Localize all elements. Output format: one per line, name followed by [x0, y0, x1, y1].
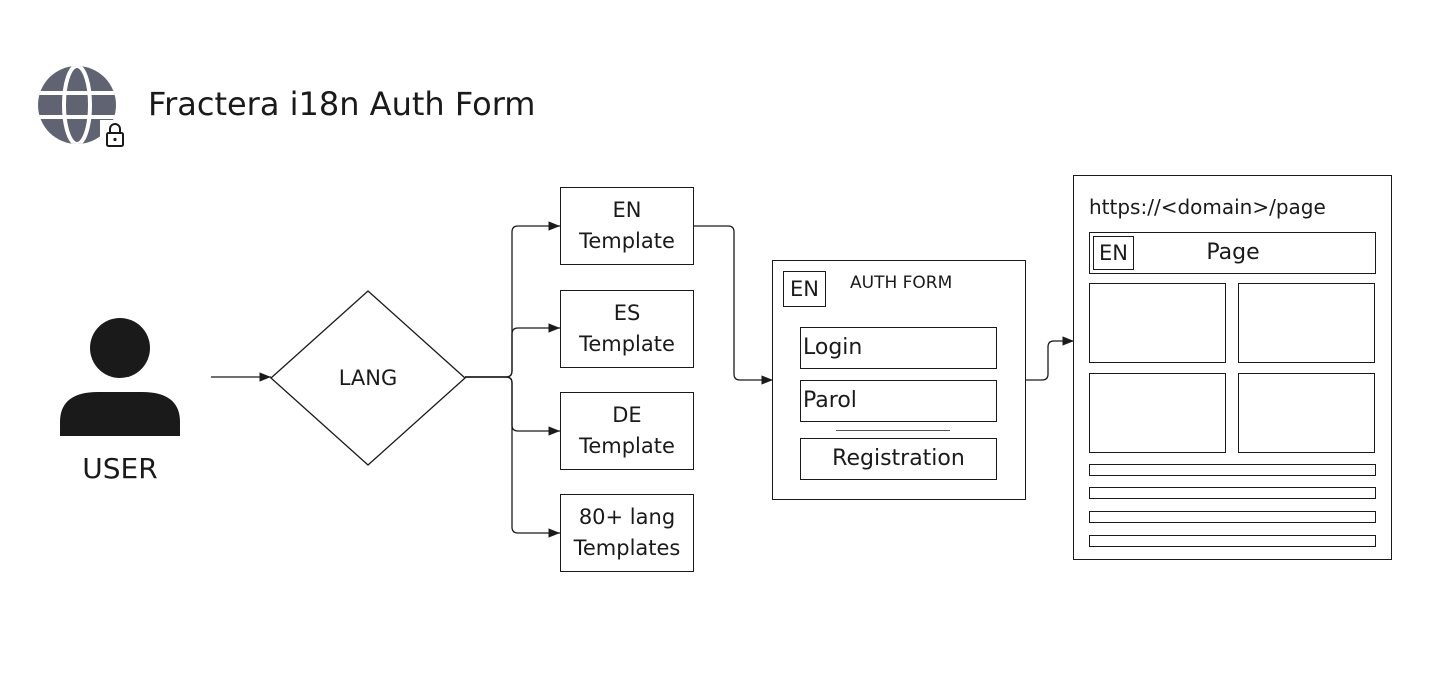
template-de[interactable]: DE Template [560, 392, 694, 470]
login-field[interactable]: Login [800, 327, 997, 369]
template-es[interactable]: ES Template [560, 290, 694, 368]
arrow-lang-to-80plus [465, 376, 560, 538]
registration-button[interactable]: Registration [800, 438, 997, 480]
auth-lang-badge[interactable]: EN [783, 271, 826, 307]
content-block [1238, 283, 1375, 363]
content-line [1089, 464, 1376, 476]
template-80plus[interactable]: 80+ lang Templates [560, 494, 694, 572]
logo [36, 66, 130, 150]
page-url: https://<domain>/page [1089, 195, 1326, 219]
user-icon [60, 318, 180, 436]
arrow-auth-to-page [1025, 336, 1074, 381]
content-line [1089, 535, 1376, 547]
page-title: Fractera i18n Auth Form [148, 85, 536, 123]
form-divider [836, 430, 950, 431]
content-block [1238, 373, 1375, 453]
template-en[interactable]: EN Template [560, 187, 694, 265]
page-header [1089, 232, 1376, 274]
content-line [1089, 511, 1376, 523]
user-label: USER [82, 452, 158, 485]
lang-decision-label: LANG [338, 366, 398, 390]
auth-form-title: AUTH FORM [850, 273, 953, 293]
arrow-en-to-auth [693, 225, 773, 385]
globe-lock-icon [38, 66, 130, 150]
page-header-title: Page [1206, 240, 1260, 265]
lang-decision [270, 290, 466, 466]
content-line [1089, 487, 1376, 499]
page-lang-badge[interactable]: EN [1093, 236, 1134, 270]
arrow-lang-to-es [465, 323, 560, 378]
content-block [1089, 283, 1226, 363]
password-field[interactable]: Parol [800, 380, 997, 422]
content-block [1089, 373, 1226, 453]
user-figure [58, 318, 182, 438]
